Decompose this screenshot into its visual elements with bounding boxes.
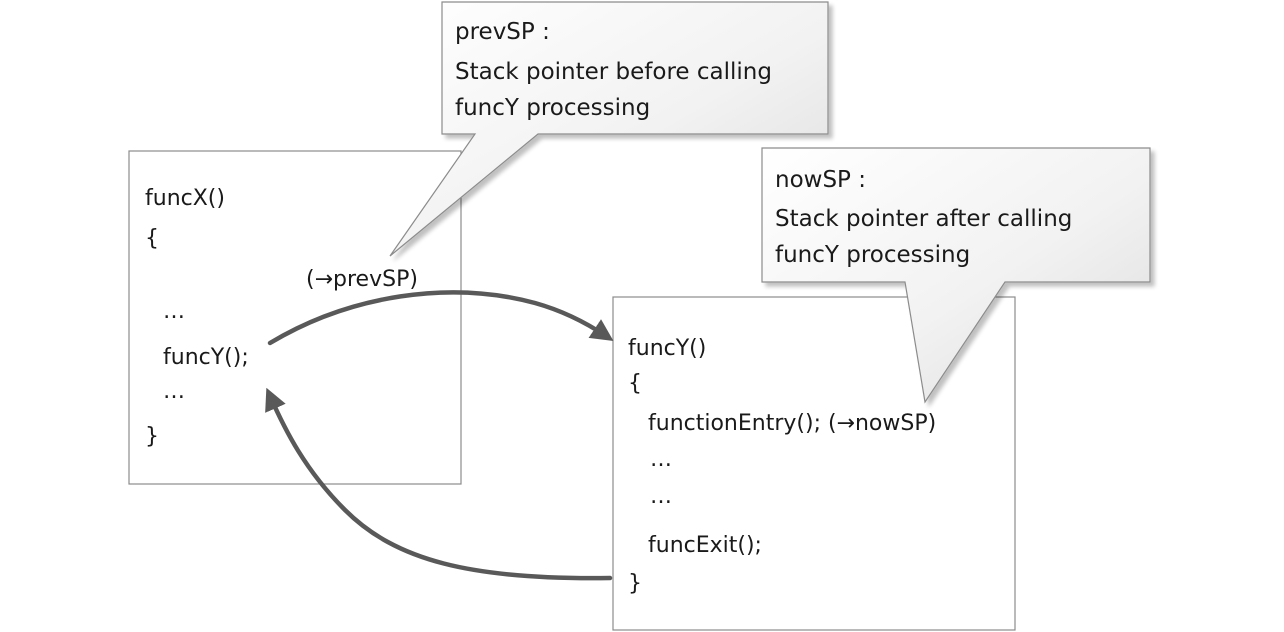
funcX-prevsp-marker: (→prevSP): [306, 267, 418, 292]
funcX-box: funcX() { (→prevSP) … funcY(); … }: [128, 150, 462, 485]
return-arrow: [265, 387, 613, 581]
funcY-ellipsis-2: …: [650, 484, 672, 509]
nowsp-desc-line2: funcY processing: [775, 242, 970, 268]
prevsp-title: prevSP :: [455, 19, 550, 45]
funcY-func-exit: funcExit();: [648, 533, 762, 558]
funcY-signature: funcY(): [628, 336, 706, 361]
funcX-open-brace: {: [145, 226, 159, 251]
funcY-close-brace: }: [628, 571, 642, 596]
funcX-signature: funcX(): [145, 186, 225, 211]
funcY-ellipsis-1: …: [650, 447, 672, 472]
nowsp-title: nowSP :: [775, 167, 866, 193]
nowsp-callout: [761, 147, 1151, 404]
prevsp-callout: [389, 1, 829, 257]
funcY-open-brace: {: [628, 371, 642, 396]
funcX-ellipsis-1: …: [163, 299, 185, 324]
funcX-close-brace: }: [145, 424, 159, 449]
prevsp-desc-line2: funcY processing: [455, 95, 650, 121]
funcX-ellipsis-2: …: [163, 379, 185, 404]
call-arrow: [267, 290, 614, 346]
funcY-function-entry: functionEntry(); (→nowSP): [648, 411, 936, 436]
prevsp-desc-line1: Stack pointer before calling: [455, 59, 772, 85]
funcX-call-funcY: funcY();: [163, 345, 249, 370]
nowsp-desc-line1: Stack pointer after calling: [775, 206, 1072, 232]
